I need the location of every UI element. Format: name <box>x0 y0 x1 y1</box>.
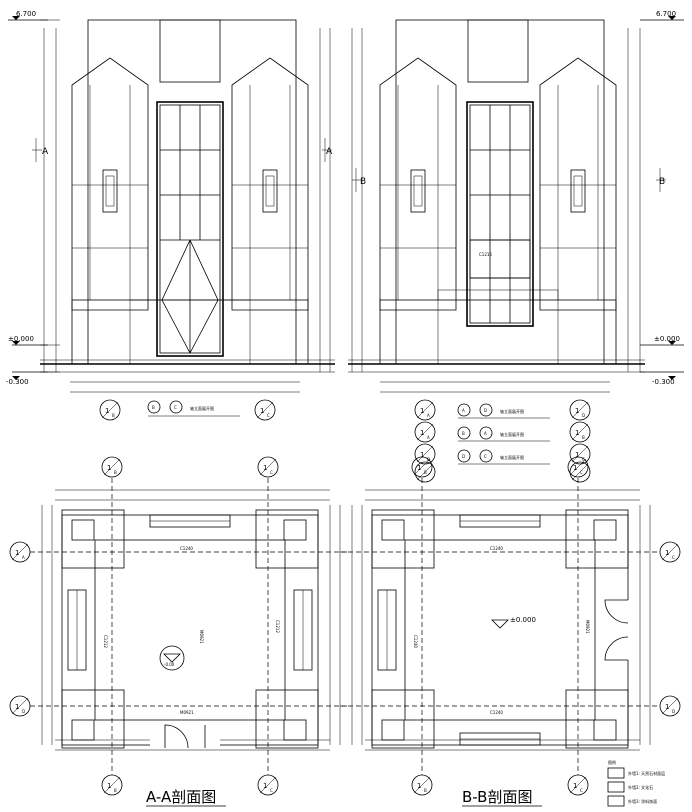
section-title-aa: A-A剖面图 <box>146 788 216 806</box>
top-level-right: 6.700 <box>656 10 676 18</box>
legend-header: 图例 <box>608 759 616 765</box>
title0-b: D <box>484 408 487 413</box>
axis-mark-b-right: B <box>659 177 665 187</box>
legend-item-2: 外墙3: 涂料饰面 <box>628 798 657 804</box>
axis-mark-b-left: B <box>360 177 366 187</box>
pl-bt0-num: 1 <box>107 464 111 472</box>
window-label-c1216: C1216 <box>479 252 492 257</box>
side-bubble-0-num: 1 <box>420 429 424 437</box>
pr-bs1-sub: D <box>672 709 675 714</box>
elevation-right <box>348 16 684 483</box>
bubble-left-sub: B <box>112 413 115 418</box>
pl-bt1-num: 1 <box>263 464 267 472</box>
pr-bt0-sub: B <box>424 470 427 475</box>
plan-right-right-door: M0921 <box>585 620 590 634</box>
ground-level-left: -0.300 <box>6 378 29 386</box>
plan-right-bottom-window: C1240 <box>490 710 503 715</box>
elevation-title-ad: 轴立面展开图 <box>500 408 524 414</box>
pr-bb1-num: 1 <box>573 782 577 790</box>
title-ref-b: C <box>174 405 177 410</box>
plan-left-right-window: C1212 <box>275 620 280 633</box>
elevation-title-dc: 轴立面展开图 <box>500 454 524 460</box>
pl-bb1-num: 1 <box>263 782 267 790</box>
pl-bs0-num: 1 <box>15 549 19 557</box>
pl-bb0-sub: B <box>114 788 117 793</box>
pr-bt1-num: 1 <box>573 464 577 472</box>
legend-swatch-culture-stone <box>607 781 625 793</box>
plan-right <box>340 456 681 796</box>
plan-left-bottom-door: M0921 <box>180 710 194 715</box>
bubble-r-1-num: 1 <box>575 407 579 415</box>
pr-bb0-sub: B <box>424 788 427 793</box>
pl-bs0-sub: A <box>22 555 25 560</box>
bubble-left-num: 1 <box>105 407 109 415</box>
pl-bs1-sub: D <box>22 709 25 714</box>
bubble-right-num: 1 <box>260 407 264 415</box>
plan-left <box>9 456 348 796</box>
plan-left-left-window: C1212 <box>103 635 108 648</box>
legend-swatch-stone <box>607 767 625 779</box>
pr-bb1-sub: C <box>580 788 583 793</box>
side-bubble-0-sub: A <box>427 435 430 440</box>
bubble-r-0-sub: A <box>427 413 430 418</box>
pr-bt1-sub: C <box>580 470 583 475</box>
pr-bs1-num: 1 <box>665 703 669 711</box>
title1-b: A <box>484 431 487 436</box>
elevation-title-ba: 轴立面展开图 <box>500 431 524 437</box>
legend-item-1: 外墙2: 文化石 <box>628 784 653 790</box>
zero-level-left: ±0.000 <box>8 335 34 343</box>
section-title-bb: B-B剖面图 <box>462 788 532 806</box>
ground-level-right: -0.300 <box>652 378 675 386</box>
title1-a: B <box>462 431 465 436</box>
pr-bt0-num: 1 <box>417 464 421 472</box>
plan-right-left-window: C1240 <box>413 635 418 648</box>
plan-right-level: ±0.000 <box>510 616 536 624</box>
title2-b: C <box>484 454 487 459</box>
bubble-right-sub: C <box>267 413 270 418</box>
legend-item-0: 外墙1: 天然石材面层 <box>628 770 665 776</box>
axis-bubble-1b <box>99 399 121 421</box>
elevation-title-left: 轴立面展开图 <box>190 405 214 411</box>
pl-bb1-sub: C <box>270 788 273 793</box>
pr-bb0-num: 1 <box>417 782 421 790</box>
top-level-left: 6.700 <box>16 10 36 18</box>
plan-right-top-window: C1240 <box>490 546 503 551</box>
pl-bt1-sub: C <box>270 470 273 475</box>
side-bubble-2-num: 1 <box>420 451 424 459</box>
axis-mark-a-left: A <box>42 147 49 157</box>
plan-left-top-window: C1240 <box>180 546 193 551</box>
side-bubble-1-sub: B <box>582 435 585 440</box>
pl-bt0-sub: B <box>114 470 117 475</box>
title2-a: D <box>462 454 465 459</box>
zero-level-right: ±0.000 <box>654 335 680 343</box>
legend <box>607 767 625 807</box>
pl-bs1-num: 1 <box>15 703 19 711</box>
plan-left-level: -0.00 <box>164 662 175 667</box>
legend-swatch-paint <box>607 795 625 807</box>
side-bubble-3-num: 1 <box>575 451 579 459</box>
pl-bb0-num: 1 <box>107 782 111 790</box>
plan-left-door-tag: M0921 <box>199 630 204 644</box>
side-bubble-1-num: 1 <box>575 429 579 437</box>
axis-mark-a-right: A <box>326 147 333 157</box>
title0-a: A <box>462 408 465 413</box>
bubble-r-1-sub: D <box>582 413 585 418</box>
elevation-left <box>8 16 335 421</box>
axis-bubble-1c <box>254 399 276 421</box>
title-ref-a: B <box>152 405 155 410</box>
bubble-r-0-num: 1 <box>420 407 424 415</box>
pr-bs0-num: 1 <box>665 549 669 557</box>
side-bubble-3-sub: C <box>582 457 585 462</box>
pr-bs0-sub: C <box>672 555 675 560</box>
